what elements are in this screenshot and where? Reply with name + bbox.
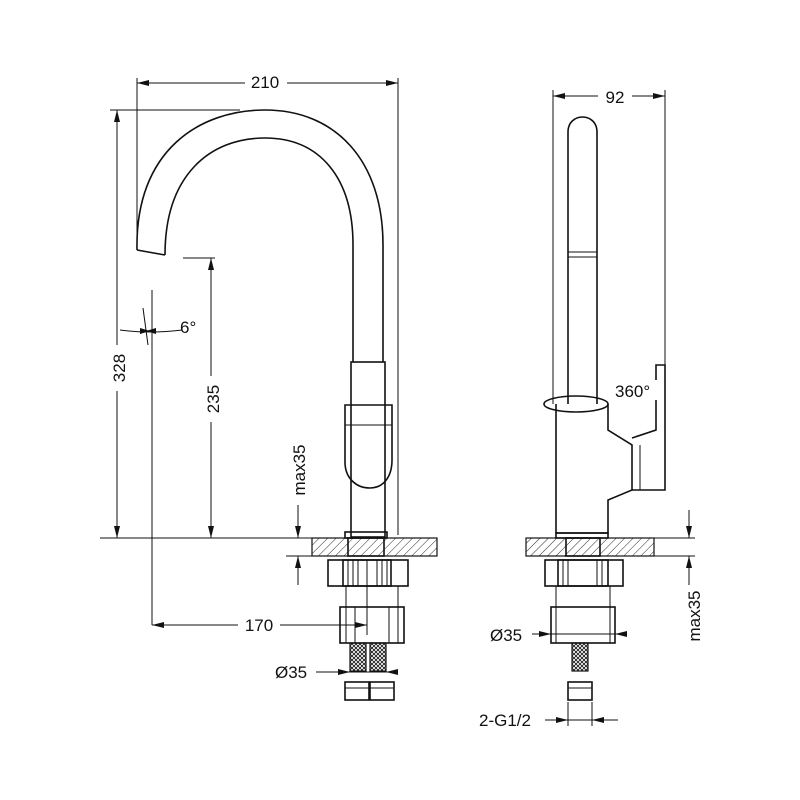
side-countertop xyxy=(525,537,695,557)
front-view: 210 328 235 6° xyxy=(100,71,438,701)
side-faucet-outline xyxy=(543,116,666,701)
dim-connection: 2-G1/2 xyxy=(479,702,618,730)
dim-angle-6: 6° xyxy=(119,290,196,625)
dim-328: 328 xyxy=(108,109,240,538)
dim-max35-side-label: max35 xyxy=(685,590,704,641)
dim-92: 92 xyxy=(552,87,666,404)
dim-hole-side-label: Ø35 xyxy=(490,626,522,645)
dim-170-label: 170 xyxy=(245,616,273,635)
dim-92-label: 92 xyxy=(606,88,625,107)
dim-210-label: 210 xyxy=(251,73,279,92)
dim-210: 210 xyxy=(136,71,399,535)
dim-rotation-label: 360° xyxy=(615,382,650,401)
dim-235: 235 xyxy=(183,257,223,538)
dim-hole-front: Ø35 xyxy=(275,663,398,682)
dim-hole-side: Ø35 xyxy=(490,626,627,645)
dim-hole-front-label: Ø35 xyxy=(275,663,307,682)
dim-170: 170 xyxy=(152,560,368,635)
side-view: 92 360° max35 Ø35 2-G xyxy=(479,87,704,730)
dim-connection-label: 2-G1/2 xyxy=(479,711,531,730)
dim-rotation: 360° xyxy=(611,380,657,401)
dim-max35-front-label: max35 xyxy=(290,444,309,495)
front-countertop xyxy=(100,537,438,557)
dim-235-label: 235 xyxy=(204,385,223,413)
dim-max35-front: max35 xyxy=(286,444,312,585)
dim-328-label: 328 xyxy=(110,354,129,382)
dim-angle-6-label: 6° xyxy=(180,318,196,337)
dim-max35-side: max35 xyxy=(685,510,704,642)
